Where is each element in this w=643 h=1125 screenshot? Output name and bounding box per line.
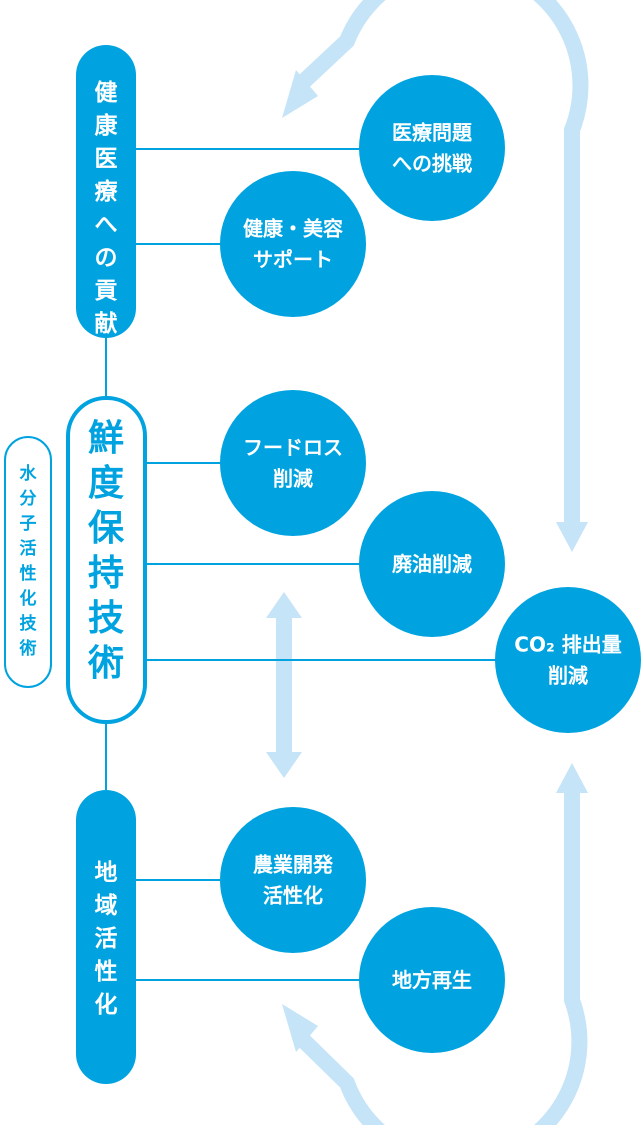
side-label-char: 子 bbox=[20, 514, 37, 534]
circle-agri-shape bbox=[220, 807, 366, 953]
circle-local: 地方再生 bbox=[359, 907, 505, 1053]
center-group: 鮮度保持技術 bbox=[66, 396, 147, 724]
circle-agri-label: 活性化 bbox=[263, 884, 323, 908]
arrow-heads bbox=[266, 70, 588, 1052]
center-label-char: 術 bbox=[87, 643, 124, 684]
circle-foodloss-label: 削減 bbox=[273, 467, 313, 491]
bottom-cycle-arrow-head-up bbox=[556, 763, 588, 793]
pill-region-label-char: 域 bbox=[95, 892, 118, 919]
pill-region-label-char: 性 bbox=[95, 959, 118, 985]
center-label-char: 持 bbox=[88, 553, 124, 594]
pill-health-label-char: 医 bbox=[95, 146, 118, 172]
pill-health-label-char: 献 bbox=[95, 311, 118, 337]
center-label-char: 度 bbox=[88, 463, 124, 504]
center-label-char: 保 bbox=[88, 508, 125, 549]
side-label-text: 水分子活性化技術 bbox=[19, 463, 38, 659]
pill-health-label: 健康医療への貢献 bbox=[95, 80, 119, 337]
circle-foodloss-shape bbox=[220, 390, 366, 536]
circle-oil-shape bbox=[359, 491, 505, 637]
pill-region-label-char: 地 bbox=[95, 860, 118, 886]
circle-medical-label: 医療問題 bbox=[392, 121, 473, 145]
pill-health: 健康医療への貢献 bbox=[76, 45, 136, 338]
pill-region: 地域活性化 bbox=[76, 790, 136, 1084]
pill-health-label-char: へ bbox=[95, 212, 118, 238]
circle-beauty-shape bbox=[220, 171, 366, 317]
pill-region-shape bbox=[76, 790, 136, 1084]
pill-health-shape bbox=[76, 45, 136, 338]
center-capsule bbox=[66, 396, 147, 724]
pill-region-label-char: 化 bbox=[95, 991, 118, 1018]
side-label-char: 性 bbox=[20, 563, 37, 584]
pill-region-label: 地域活性化 bbox=[95, 860, 118, 1018]
center-double-arrow-head-up bbox=[266, 592, 302, 618]
top-cycle-arrow-path bbox=[292, 0, 589, 530]
side-label-char: 水 bbox=[20, 463, 38, 484]
pill-health-label-char: 療 bbox=[95, 178, 119, 205]
circle-beauty-label: サポート bbox=[253, 248, 333, 272]
circle-foodloss-label: フードロス bbox=[243, 436, 343, 460]
bottom-cycle-arrow-path bbox=[292, 785, 588, 1125]
side-label-char: 化 bbox=[20, 588, 37, 609]
bottom-cycle-arrow-head-left bbox=[282, 1004, 318, 1052]
connector-lines bbox=[105, 148, 498, 981]
pill-health-label-char: の bbox=[95, 245, 118, 271]
side-label-char: 技 bbox=[20, 613, 38, 634]
pill-health-label-char: 康 bbox=[95, 112, 119, 139]
top-cycle-arrow-head-left bbox=[282, 70, 318, 118]
side-label-capsule bbox=[4, 436, 52, 688]
circle-medical-label: への挑戦 bbox=[392, 152, 472, 176]
pill-region-label-char: 活 bbox=[95, 926, 118, 952]
side-label-group: 水分子活性化技術 bbox=[4, 436, 52, 688]
circle-local-shape bbox=[359, 907, 505, 1053]
circle-beauty-label: 健康・美容 bbox=[243, 217, 343, 241]
circle-co2-label: CO₂ 排出量 bbox=[514, 633, 621, 657]
circle-medical-shape bbox=[359, 75, 505, 221]
pill-health-label-char: 貢 bbox=[95, 278, 118, 304]
pill-health-label-char: 健 bbox=[95, 80, 118, 106]
circle-oil: 廃油削減 bbox=[359, 491, 505, 637]
center-double-arrow-head-down bbox=[266, 752, 302, 778]
side-label-char: 分 bbox=[20, 489, 37, 509]
circle-local-label: 地方再生 bbox=[392, 968, 472, 992]
circle-co2-shape bbox=[495, 587, 641, 733]
circle-agri-label: 農業開発 bbox=[253, 853, 334, 877]
center-label-char: 鮮 bbox=[88, 418, 124, 459]
side-label-char: 活 bbox=[20, 538, 37, 559]
top-cycle-arrow-head-down bbox=[556, 522, 588, 552]
side-label-char: 術 bbox=[19, 638, 37, 659]
center-label-text: 鮮度保持技術 bbox=[87, 418, 125, 684]
circle-oil-label: 廃油削減 bbox=[392, 552, 472, 576]
center-label-char: 技 bbox=[88, 598, 124, 639]
circle-co2-label: 削減 bbox=[548, 664, 588, 688]
cycle-arrows bbox=[276, 0, 589, 1125]
